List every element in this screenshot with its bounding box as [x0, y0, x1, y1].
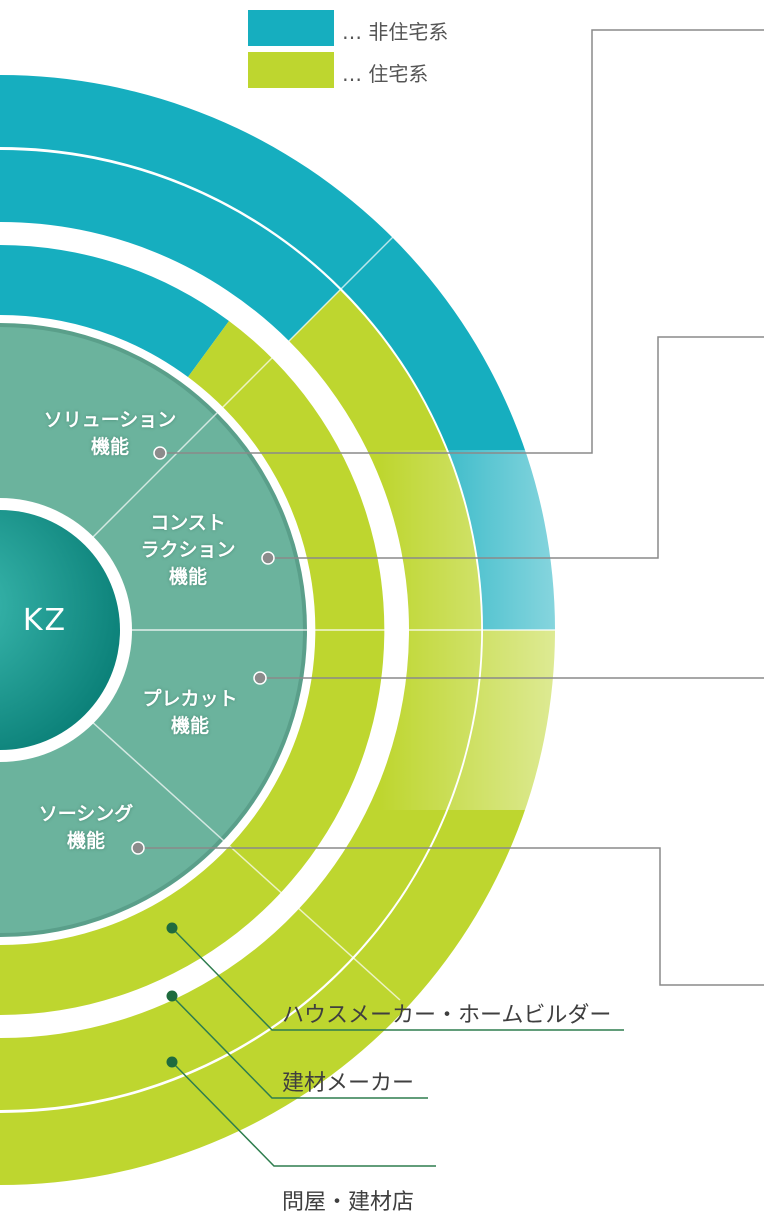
construction-function-label: コンスト ラクション 機能	[128, 510, 248, 591]
ray-upper	[89, 199, 431, 541]
leader-sourcing	[138, 847, 764, 986]
sourcing-line-1: ソーシング	[38, 803, 134, 825]
legend-swatch-residential	[248, 52, 334, 88]
customer-materials-maker-label: 建材メーカー	[282, 1071, 415, 1096]
middle-ring-residential	[0, 290, 482, 1111]
customer-housemaker-label: ハウスメーカー・ホームビルダー	[282, 1003, 612, 1028]
customer-wholesaler-label: 問屋・建材店	[282, 1190, 415, 1215]
leader-housemaker	[171, 927, 624, 1031]
solution-dot	[153, 446, 167, 460]
construction-dot	[261, 551, 275, 565]
materials-maker-dot	[166, 990, 178, 1002]
solution-function-label: ソリューション 機能	[22, 407, 198, 461]
solution-line-2: 機能	[90, 436, 129, 458]
inner-ring-residential	[0, 321, 385, 1015]
precut-dot	[253, 671, 267, 685]
solution-line-1: ソリューション	[43, 409, 177, 431]
core-label: KZ	[22, 603, 68, 638]
sourcing-dot	[131, 841, 145, 855]
leader-materials-maker	[171, 995, 428, 1099]
housemaker-dot	[166, 922, 178, 934]
leader-solution	[160, 29, 764, 454]
core-circle	[0, 510, 120, 750]
legend-label-non-residential: … 非住宅系	[342, 20, 449, 44]
construction-line-3: 機能	[168, 566, 207, 588]
sourcing-function-label: ソーシング 機能	[16, 801, 156, 855]
construction-line-1: コンスト	[150, 512, 226, 534]
precut-line-1: プレカット	[142, 688, 238, 710]
legend-swatch-non-residential	[248, 10, 334, 46]
ray-lower	[89, 719, 401, 1001]
legend-label-residential: … 住宅系	[342, 62, 429, 86]
construction-line-2: ラクション	[140, 539, 236, 561]
precut-line-2: 機能	[170, 715, 209, 737]
wholesaler-dot	[166, 1056, 178, 1068]
sourcing-line-2: 機能	[66, 830, 105, 852]
inner-ring-non-residential	[0, 245, 229, 377]
middle-ring-non-residential	[0, 149, 340, 341]
leader-wholesaler	[171, 1061, 436, 1167]
precut-function-label: プレカット 機能	[130, 686, 250, 740]
leader-construction	[268, 336, 764, 559]
